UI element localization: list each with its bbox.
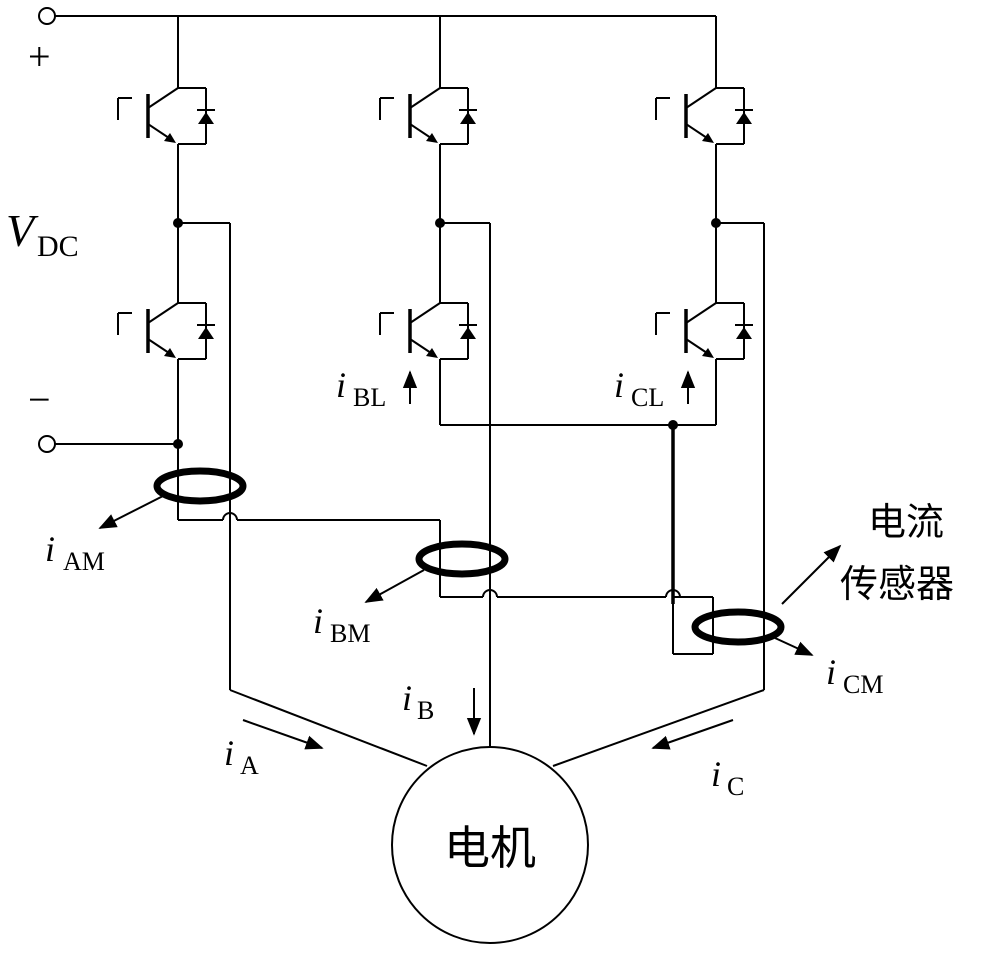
arrow-icm <box>774 637 814 656</box>
sensor-label-line1: 电流 <box>868 502 944 544</box>
switch-c-upper <box>654 86 755 146</box>
arrow-sensor <box>781 544 842 605</box>
minus-sign: − <box>28 377 51 422</box>
i-am-subscript: AM <box>63 547 105 576</box>
i-bm-symbol: i <box>313 601 323 641</box>
i-cm-symbol: i <box>826 652 836 692</box>
sensor-label-line2: 传感器 <box>840 564 954 606</box>
switch-b-lower <box>378 301 479 361</box>
i-bl-symbol: i <box>336 365 346 405</box>
i-cm-subscript: CM <box>843 670 883 699</box>
sensor-ring-b <box>415 540 509 578</box>
i-c-subscript: C <box>727 772 744 801</box>
i-c-symbol: i <box>711 754 721 794</box>
switch-b-upper <box>378 86 479 146</box>
i-b-symbol: i <box>402 678 412 718</box>
arrow-iam <box>98 495 164 529</box>
i-a-subscript: A <box>240 751 259 780</box>
i-cl-subscript: CL <box>631 383 664 412</box>
sensor-ring-a <box>153 467 247 505</box>
i-b-subscript: B <box>417 696 434 725</box>
vdc-subscript: DC <box>37 230 79 263</box>
arrow-ia <box>242 719 324 750</box>
switch-a-lower <box>116 301 217 361</box>
plus-sign: + <box>28 34 51 79</box>
arrow-ibm <box>364 569 425 603</box>
vdc-symbol: V <box>6 205 39 256</box>
i-a-symbol: i <box>224 733 234 773</box>
motor-label: 电机 <box>444 823 536 874</box>
i-bl-subscript: BL <box>353 383 386 412</box>
i-bm-subscript: BM <box>330 619 370 648</box>
switch-c-lower <box>654 301 755 361</box>
i-am-symbol: i <box>45 529 55 569</box>
arrow-ic <box>651 719 734 750</box>
i-cl-symbol: i <box>614 365 624 405</box>
motor-circle <box>391 746 589 944</box>
sensor-ring-c <box>691 608 785 646</box>
switch-a-upper <box>116 86 217 146</box>
plus-terminal <box>38 7 56 25</box>
minus-terminal <box>38 435 56 453</box>
